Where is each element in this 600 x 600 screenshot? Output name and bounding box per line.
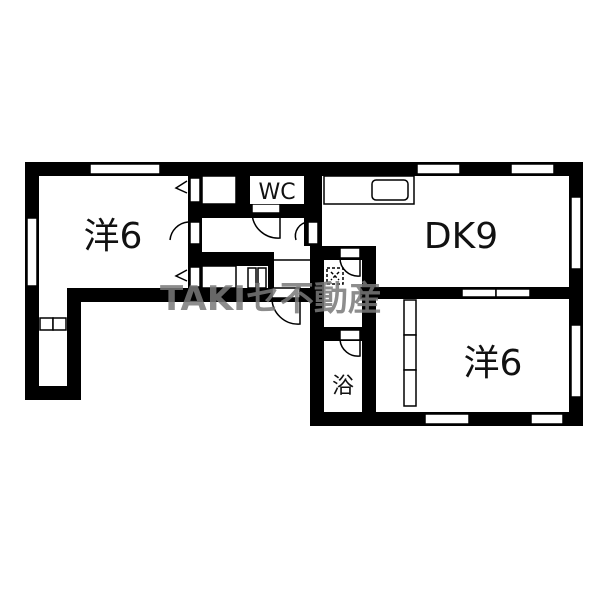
entrance [247, 259, 310, 289]
room-labels: 洋6 DK9 洋6 WC 浴 [84, 176, 523, 399]
sink-icon [371, 179, 409, 201]
washing-machine-icon [326, 267, 344, 285]
room-label-bath: 浴 [332, 374, 354, 399]
room-label-wc: WC [258, 180, 295, 205]
room-label-western-2: 洋6 [464, 343, 523, 384]
room-label-western-1: 洋6 [84, 216, 143, 257]
room-label-dk: DK9 [424, 216, 498, 257]
doors [169, 203, 361, 357]
closets [201, 175, 417, 407]
windows [26, 163, 582, 425]
watermark: TAKIセ不動産 [160, 279, 382, 319]
closet-door-icons [174, 177, 201, 288]
kitchen-counter [323, 175, 415, 205]
